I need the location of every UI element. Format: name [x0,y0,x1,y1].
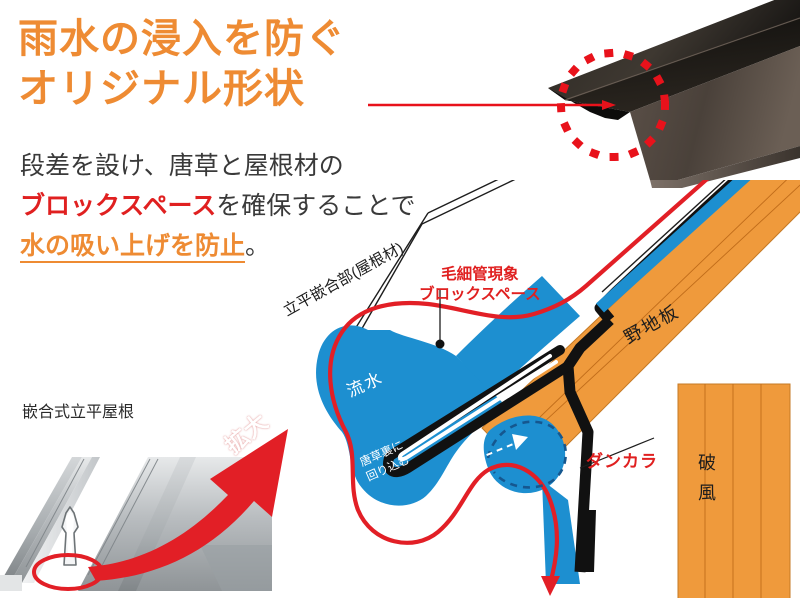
label-flashing-dankara: ダンカラ [586,452,658,471]
zoom-callout-arrow [88,429,288,581]
flashing-tail [580,510,596,572]
wraparound-dashed-arrow [445,420,567,489]
bargeboard [677,383,791,598]
label-bargeboard: 破 風 [698,448,717,508]
profile-fold-highlight [564,17,800,101]
eave-detail-diagram [316,180,800,598]
metal-profile-photo [368,0,800,188]
profile-bottom-hem [650,146,800,188]
roof-panel-blue-band [595,180,751,313]
water-flow-body [316,276,580,506]
body-copy: 段差を設け、唐草と屋根材の ブロックスペースを確保することで 水の吸い上げを防止… [20,146,460,266]
body-copy-line-3-rest: 。 [245,232,271,260]
body-copy-line-2: ブロックスペースを確保することで [20,186,460,226]
water-wraparound-lobe [483,415,566,494]
label-bargeboard-char-2: 風 [698,483,717,503]
flashing-hook-slot [397,354,558,462]
profile-inner-channel [565,18,800,112]
body-copy-emphasis-block-space: ブロックスペース [20,192,217,220]
profile-top-plane [548,0,800,100]
label-capillary-block-space: 毛細管現象 ブロックスペース [419,265,541,305]
seam-clip [61,506,79,566]
headline-line-1: 雨水の浸入を防ぐ [18,17,346,61]
page-headline: 雨水の浸入を防ぐ オリジナル形状 [18,14,438,114]
label-seam-roof-photo: 嵌合式立平屋根 [22,404,135,421]
body-copy-line-3: 水の吸い上げを防止。 [20,226,460,266]
flashing-hook-return [383,345,573,478]
body-copy-line-1: 段差を設け、唐草と屋根材の [20,152,344,180]
body-copy-emphasis-prevent: 水の吸い上げを防止 [20,232,246,263]
body-copy-line-2-rest: を確保することで [216,192,416,220]
label-bargeboard-char-1: 破 [698,453,717,473]
profile-front-face [630,46,800,180]
profile-pointer-arrow [368,100,616,110]
label-capillary-line-2: ブロックスペース [419,286,541,303]
headline-line-2: オリジナル形状 [18,67,305,111]
dankara-leader-line [579,437,655,469]
red-water-path-outline [328,180,710,596]
capillary-leader-line [435,290,445,349]
profile-step-lip [548,88,630,120]
label-capillary-line-1: 毛細管現象 [441,266,519,283]
